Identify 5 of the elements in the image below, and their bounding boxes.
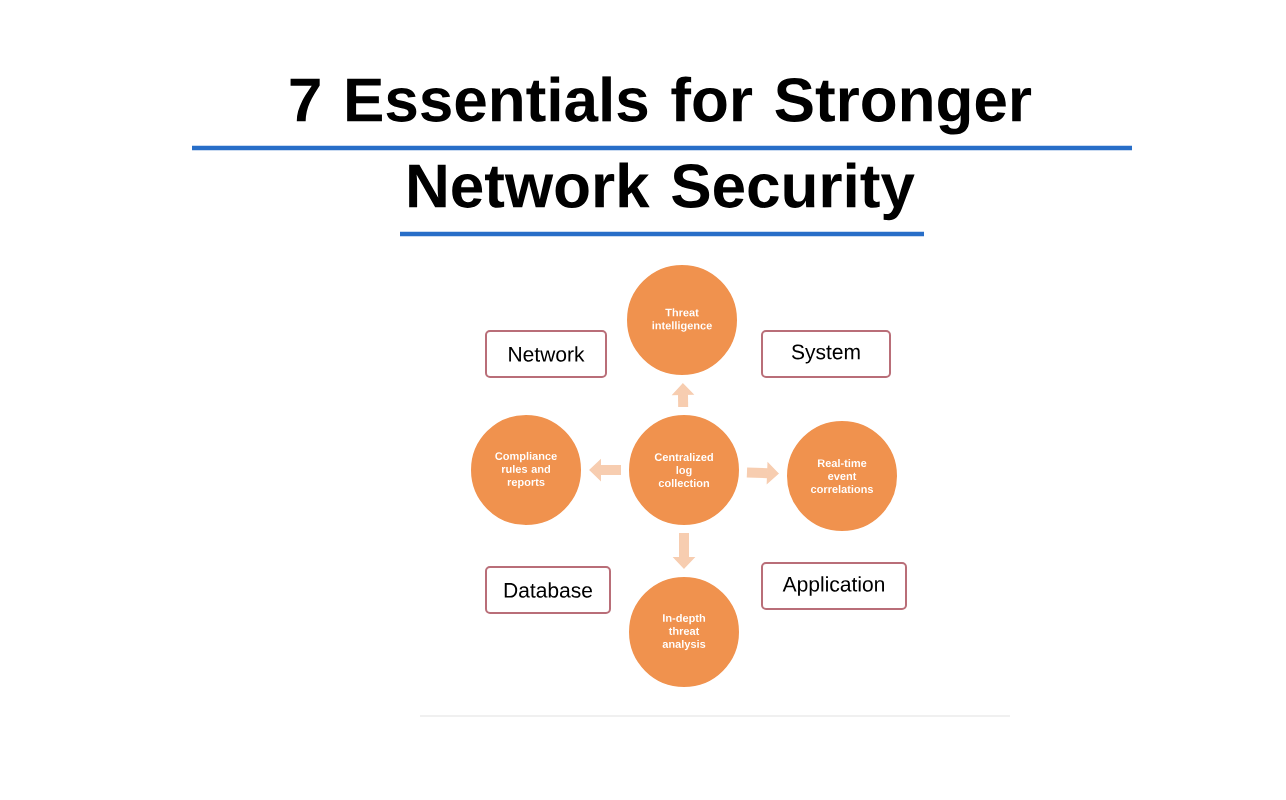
label-box: Database [485,566,611,614]
title: 7 Essentials for Stronger Network Security [290,76,1032,221]
label-box: System [761,330,891,378]
label-box: Network [485,330,607,378]
label-box: Application [761,562,907,610]
